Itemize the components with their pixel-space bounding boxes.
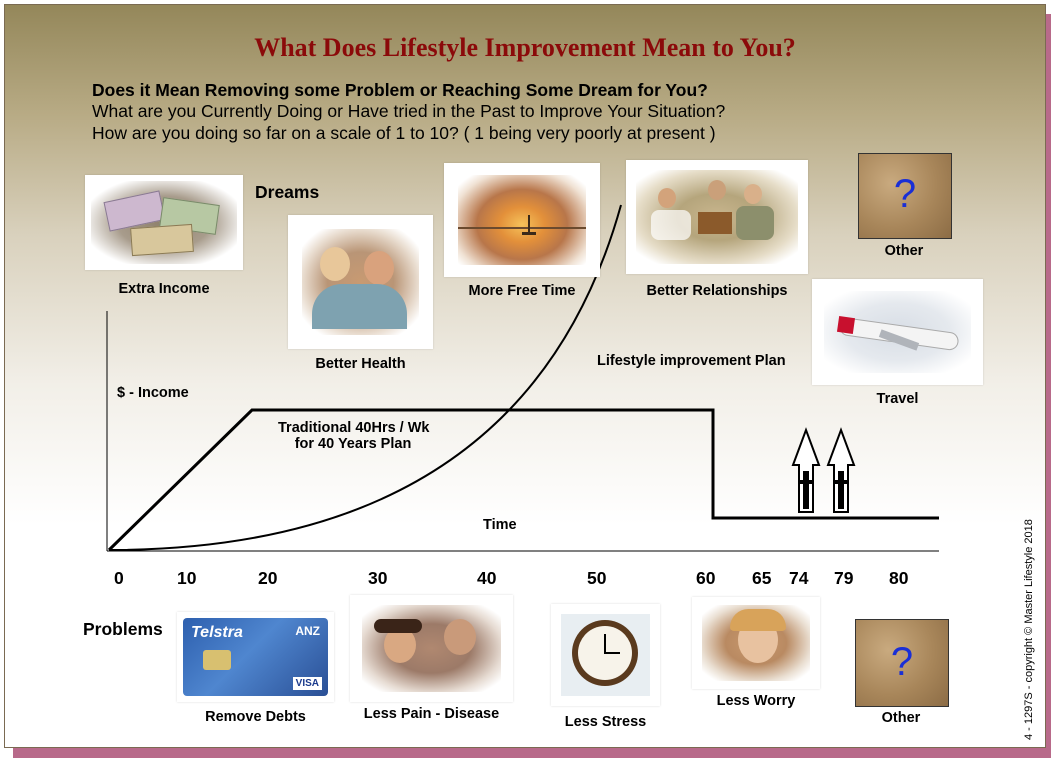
- x-tick: 65: [752, 568, 772, 588]
- lifestyle-plan-curve: [108, 204, 622, 551]
- problems-heading: Problems: [83, 619, 163, 639]
- x-tick: 20: [258, 568, 278, 588]
- better-relationships-image: [626, 160, 808, 274]
- dream-other: Other: [884, 243, 924, 259]
- remove-debts-image: Telstra ANZ VISA: [177, 612, 334, 702]
- card-network-text: VISA: [292, 677, 322, 690]
- x-tick: 10: [177, 568, 197, 588]
- worried-woman-icon: [702, 605, 810, 681]
- slide-title: What Does Lifestyle Improvement Mean to …: [254, 33, 796, 62]
- dream-better-health: Better Health: [315, 356, 406, 372]
- headache-icon: [362, 605, 501, 692]
- card-brand-text: Telstra: [191, 624, 243, 641]
- y-axis-label: $ - Income: [117, 385, 189, 401]
- traditional-plan-label-line1: Traditional 40Hrs / Wk: [278, 420, 430, 436]
- x-tick: 50: [587, 568, 607, 588]
- problem-remove-debts: Remove Debts: [205, 709, 306, 725]
- problem-other-image: ?: [855, 619, 949, 707]
- dreams-heading: Dreams: [255, 182, 320, 202]
- x-axis-label: Time: [483, 517, 517, 533]
- question-3: How are you doing so far on a scale of 1…: [92, 123, 716, 143]
- x-tick: 79: [834, 568, 854, 588]
- less-worry-image: [692, 597, 820, 689]
- money-icon: [91, 181, 237, 264]
- x-tick: 0: [114, 568, 124, 588]
- question-icon: ?: [890, 640, 914, 684]
- x-tick: 40: [477, 568, 497, 588]
- question-icon: ?: [893, 172, 917, 216]
- card-bank-text: ANZ: [295, 624, 320, 638]
- problem-other: Other: [881, 710, 921, 726]
- copyright-credit: 4 - 1297S - copyright © Master Lifestyle…: [1023, 519, 1035, 740]
- more-free-time-image: [444, 163, 600, 277]
- tombstone-icon: [791, 427, 821, 513]
- sunset-icon: [458, 175, 586, 265]
- problem-less-worry: Less Worry: [716, 693, 796, 709]
- tombstone-icon: [826, 427, 856, 513]
- problem-less-stress: Less Stress: [564, 714, 647, 730]
- less-pain-image: [350, 595, 513, 702]
- airplane-icon: [824, 291, 971, 373]
- clock-icon: [561, 614, 650, 696]
- question-1: Does it Mean Removing some Problem or Re…: [92, 80, 708, 100]
- x-tick: 74: [789, 568, 809, 588]
- question-2: What are you Currently Doing or Have tri…: [92, 101, 726, 121]
- problem-less-pain-disease: Less Pain - Disease: [363, 706, 500, 722]
- dream-extra-income: Extra Income: [118, 281, 210, 297]
- x-tick: 80: [889, 568, 909, 588]
- better-health-image: [288, 215, 433, 349]
- less-stress-image: [551, 604, 660, 706]
- x-tick: 30: [368, 568, 388, 588]
- traditional-plan-label: Traditional 40Hrs / Wk for 40 Years Plan: [278, 420, 430, 452]
- family-picnic-icon: [636, 170, 798, 264]
- traditional-plan-line: [107, 408, 939, 552]
- x-tick: 60: [696, 568, 716, 588]
- credit-card-icon: Telstra ANZ VISA: [183, 618, 328, 696]
- traditional-plan-label-line2: for 40 Years Plan: [294, 436, 412, 452]
- dream-more-free-time: More Free Time: [468, 283, 576, 299]
- couple-icon: [302, 229, 419, 335]
- travel-image: [812, 279, 983, 385]
- lifestyle-plan-label: Lifestyle improvement Plan: [597, 353, 786, 369]
- dream-better-relationships: Better Relationships: [646, 283, 788, 299]
- extra-income-image: [85, 175, 243, 270]
- slide: What Does Lifestyle Improvement Mean to …: [4, 4, 1046, 748]
- income-chart: [106, 204, 939, 552]
- dream-travel: Travel: [876, 391, 919, 407]
- dream-other-image: ?: [858, 153, 952, 239]
